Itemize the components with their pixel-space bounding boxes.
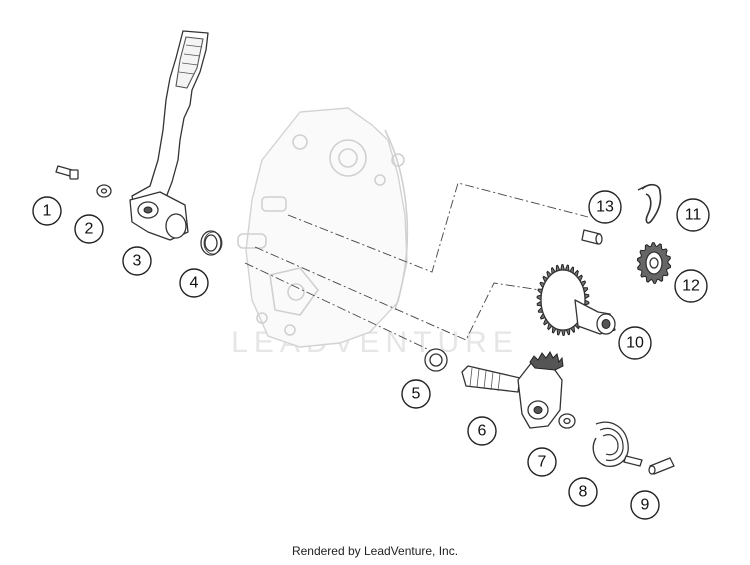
svg-text:4: 4: [190, 275, 199, 292]
svg-text:12: 12: [682, 278, 700, 295]
part-washer: [558, 413, 576, 429]
svg-text:11: 11: [685, 207, 702, 224]
part-kick-start-shaft: [461, 351, 564, 429]
leader-lines: [244, 182, 589, 356]
render-credit: Rendered by LeadVenture, Inc.: [291, 544, 459, 558]
svg-text:6: 6: [478, 423, 487, 440]
svg-text:9: 9: [641, 497, 650, 514]
callout-8[interactable]: 8: [568, 477, 598, 507]
part-pin: [648, 457, 675, 475]
callout-5[interactable]: 5: [401, 379, 431, 409]
part-small-gear: [636, 242, 672, 284]
callout-10[interactable]: 10: [618, 326, 652, 360]
part-spacer-washer: [424, 348, 448, 372]
callout-7[interactable]: 7: [527, 447, 557, 477]
svg-text:8: 8: [579, 484, 588, 501]
part-seal-ring: [200, 230, 223, 256]
svg-text:3: 3: [133, 253, 142, 270]
part-washer-small: [96, 184, 112, 198]
svg-text:13: 13: [596, 199, 614, 216]
engine-case: [237, 107, 409, 348]
callout-4[interactable]: 4: [179, 268, 209, 298]
callout-12[interactable]: 12: [674, 269, 708, 303]
part-kick-start-spring: [592, 421, 643, 467]
callout-13[interactable]: 13: [588, 190, 622, 224]
callout-3[interactable]: 3: [122, 246, 152, 276]
part-circlip: [637, 183, 662, 224]
part-intermediate-gear: [536, 264, 616, 336]
callout-11[interactable]: 11: [676, 198, 710, 232]
svg-text:7: 7: [538, 454, 547, 471]
part-dowel-pin: [581, 229, 603, 245]
svg-text:10: 10: [626, 335, 644, 352]
callout-2[interactable]: 2: [74, 214, 104, 244]
part-kick-start-lever: [129, 30, 209, 241]
callout-1[interactable]: 1: [32, 196, 62, 226]
svg-text:5: 5: [412, 386, 421, 403]
part-bolt: [55, 165, 79, 180]
svg-text:2: 2: [85, 221, 94, 238]
svg-text:1: 1: [43, 203, 52, 220]
callout-6[interactable]: 6: [467, 416, 497, 446]
callout-9[interactable]: 9: [630, 490, 660, 520]
